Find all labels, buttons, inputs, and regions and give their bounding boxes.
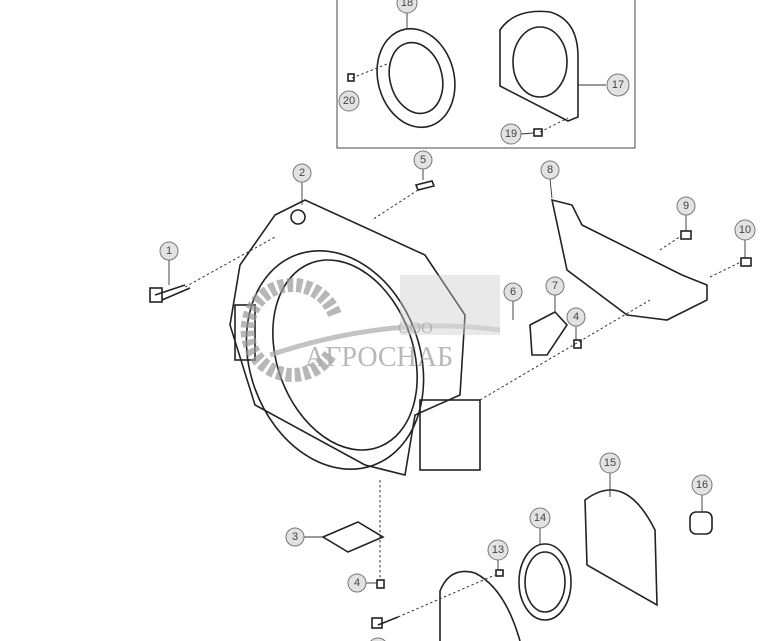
callout-6: 6 [503, 282, 523, 320]
svg-text:3: 3 [292, 531, 298, 543]
svg-text:7: 7 [552, 280, 558, 292]
callout-18: 18 [396, 0, 418, 28]
svg-text:18: 18 [401, 0, 413, 9]
callout-15: 15 [599, 452, 621, 497]
inset-frame [336, 0, 636, 149]
svg-text:2: 2 [299, 167, 305, 179]
svg-text:8: 8 [547, 164, 553, 176]
watermark-name: АГРОСНАБ [305, 342, 453, 373]
callout-14: 14 [529, 507, 551, 545]
callout-2: 2 [292, 163, 312, 205]
callout-9: 9 [676, 196, 696, 231]
part-1-bolt [149, 287, 163, 303]
svg-text:19: 19 [505, 128, 517, 140]
callout-8: 8 [540, 160, 560, 199]
svg-text:13: 13 [492, 544, 504, 556]
svg-text:17: 17 [612, 79, 624, 91]
part-3-cover-plate [321, 521, 385, 553]
part-18-rear-seal [376, 27, 456, 129]
part-7-cover [529, 311, 569, 356]
part-15-gasket [584, 489, 658, 607]
svg-text:10: 10 [739, 224, 751, 236]
svg-text:4: 4 [573, 311, 579, 323]
part-17-seal-housing [499, 10, 579, 122]
svg-text:16: 16 [696, 479, 708, 491]
callout-5: 5 [413, 150, 433, 180]
svg-text:1: 1 [166, 245, 172, 257]
callout-16: 16 [691, 474, 713, 512]
svg-text:4: 4 [354, 577, 360, 589]
watermark-logo: ООО АГРОСНАБ [240, 275, 501, 382]
callout-19: 19 [500, 123, 535, 145]
callout-17: 17 [606, 73, 630, 97]
svg-text:6: 6 [510, 286, 516, 298]
svg-text:14: 14 [534, 512, 546, 524]
callout-bottom-cut [370, 637, 386, 641]
callout-13: 13 [487, 539, 509, 570]
callout-10: 10 [734, 219, 756, 258]
svg-text:15: 15 [604, 457, 616, 469]
svg-text:5: 5 [420, 154, 426, 166]
callout-4-upper: 4 [566, 307, 586, 340]
callout-7: 7 [545, 276, 565, 312]
svg-text:9: 9 [683, 200, 689, 212]
part-16-plug [689, 511, 713, 535]
svg-text:20: 20 [343, 95, 355, 107]
callout-20: 20 [338, 90, 360, 112]
part-8-bracket [550, 198, 708, 321]
watermark-prefix: ООО [398, 320, 433, 337]
callout-1: 1 [159, 241, 179, 285]
callout-4-lower: 4 [347, 573, 377, 593]
callout-3: 3 [285, 527, 305, 547]
